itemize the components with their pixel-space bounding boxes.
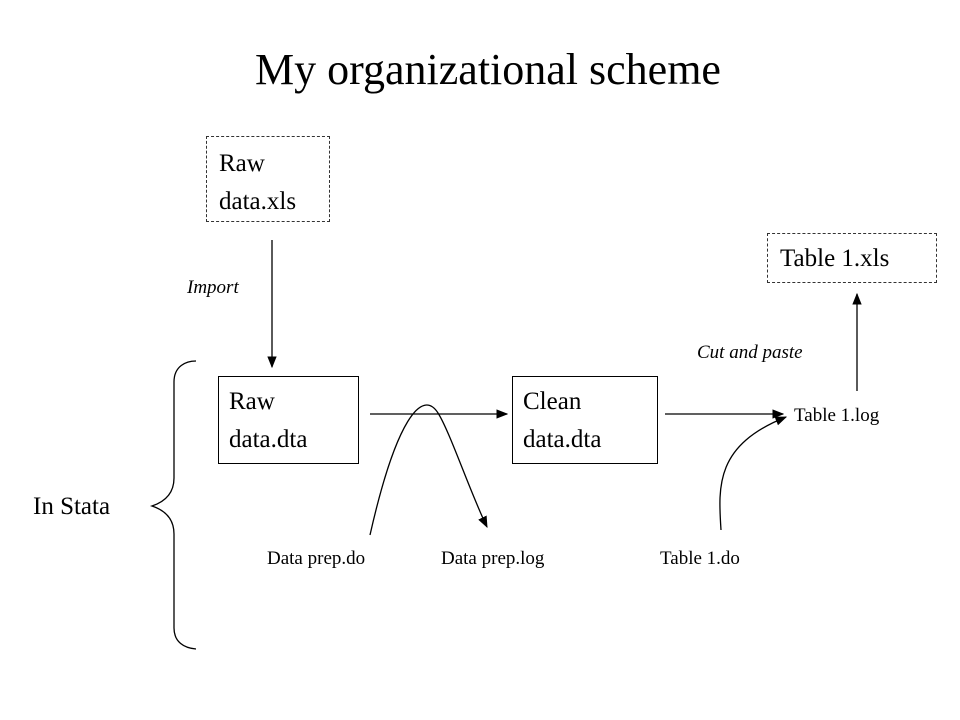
raw-data-xls-box: Raw data.xls <box>206 136 330 222</box>
raw-data-dta-box: Raw data.dta <box>218 376 359 464</box>
cut-and-paste-label: Cut and paste <box>697 342 803 363</box>
table-xls-box: Table 1.xls <box>767 233 937 283</box>
table-do-curve-arrow <box>719 416 788 531</box>
data-prep-log-label: Data prep.log <box>441 548 545 569</box>
in-stata-brace <box>149 360 197 650</box>
table-do-label: Table 1.do <box>660 548 740 569</box>
in-stata-label: In Stata <box>33 493 111 520</box>
slide-title: My organizational scheme <box>255 45 721 94</box>
import-label: Import <box>187 277 239 298</box>
table-log-label: Table 1.log <box>794 405 880 426</box>
data-prep-curve-arrow <box>369 404 488 536</box>
clean-data-dta-box: Clean data.dta <box>512 376 658 464</box>
data-prep-do-label: Data prep.do <box>267 548 366 569</box>
